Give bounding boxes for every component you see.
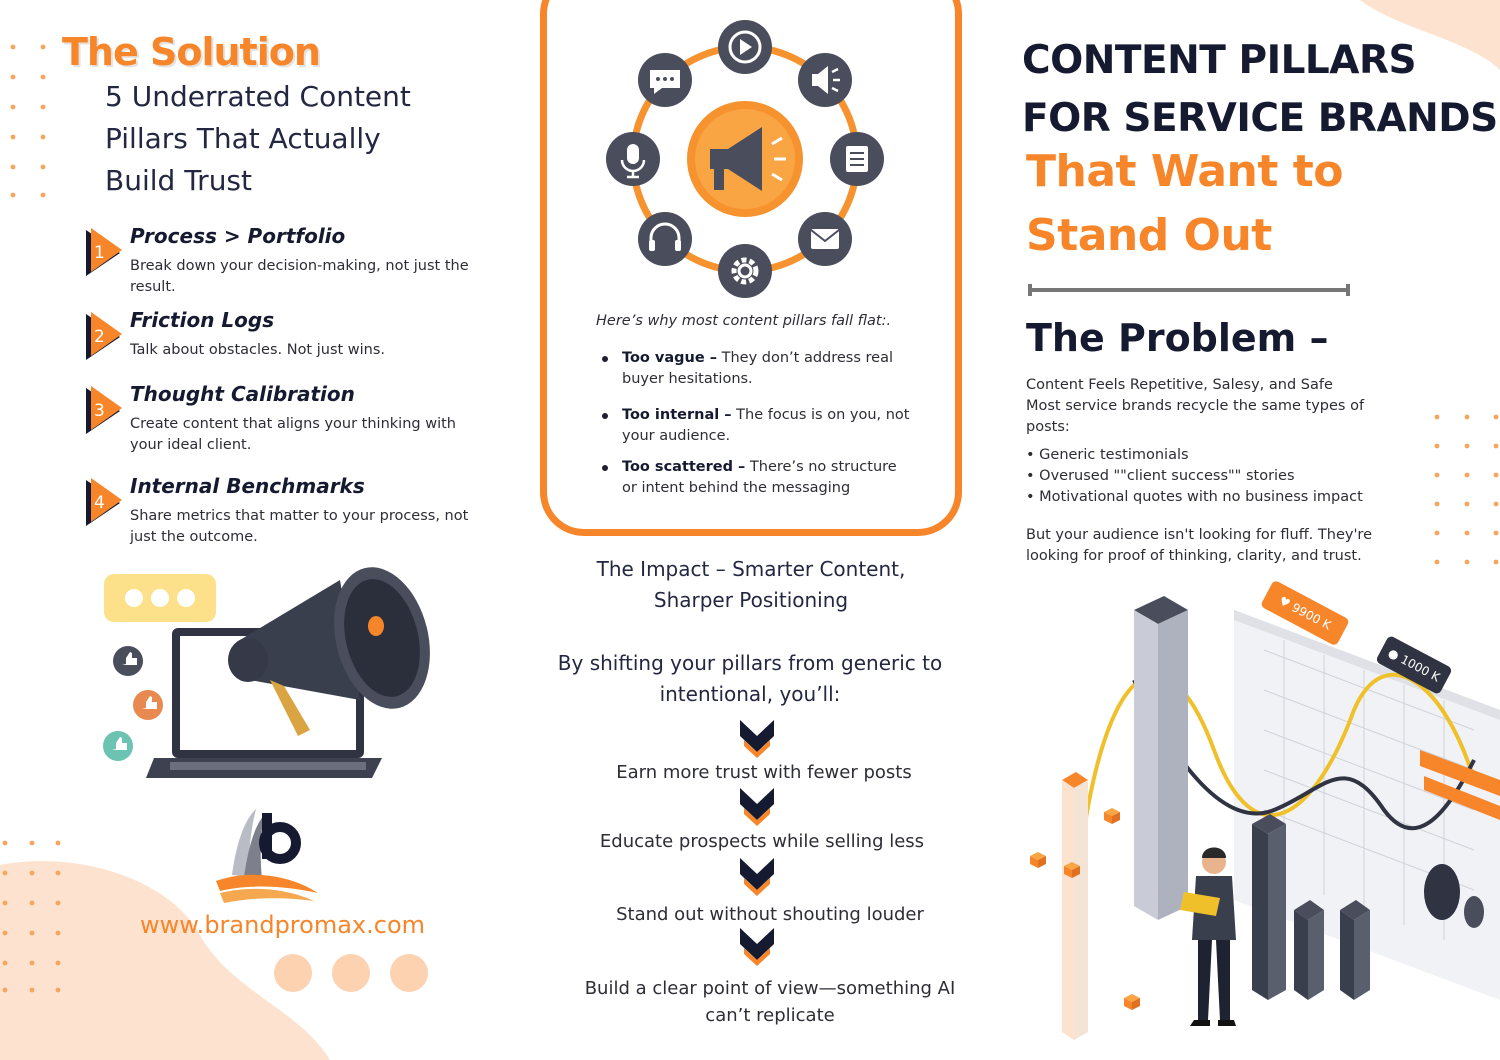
problem-title: The Problem – (1026, 316, 1329, 360)
problem-line: Content Feels Repetitive, Salesy, and Sa… (1026, 377, 1333, 393)
gear-icon (718, 244, 772, 298)
benefit-step-4: Build a clear point of view—something AI… (584, 978, 956, 1026)
pillar-title: Process > Portfolio (130, 224, 346, 248)
main-title: CONTENT PILLARS FOR SERVICE BRANDS (1022, 32, 1498, 148)
pillar-title: Internal Benchmarks (130, 474, 365, 498)
divider-rule (1028, 284, 1350, 296)
main-title-line2: FOR SERVICE BRANDS (1022, 96, 1498, 141)
analytics-illustration (1030, 596, 1500, 1040)
play-icon (718, 20, 772, 74)
mail-icon (798, 212, 852, 266)
pillar-4: 4 Internal Benchmarks Share metrics that… (86, 474, 476, 545)
pillar-desc: Break down your decision-making, not jus… (130, 258, 469, 295)
why-heading: Here’s why most content pillars fall fla… (596, 313, 892, 329)
main-subtitle-line1: That Want to (1026, 146, 1343, 197)
pillar-3: 3 Thought Calibration Create content tha… (86, 382, 476, 453)
shift-intro: By shifting your pillars from generic to… (557, 651, 943, 706)
solution-subtitle: 5 Underrated Content Pillars That Actual… (105, 80, 411, 197)
problem-line: Most service brands recycle the same typ… (1026, 398, 1365, 435)
pillar-title: Thought Calibration (130, 382, 355, 406)
main-title-line1: CONTENT PILLARS (1022, 38, 1417, 83)
chevron-down-icon (740, 928, 774, 966)
number-arrow-icon: 2 (86, 312, 122, 360)
pillar-number: 1 (94, 243, 105, 263)
chevron-arrows (740, 720, 774, 966)
document-icon (830, 132, 884, 186)
headphones-icon (638, 212, 692, 266)
problem-closing: But your audience isn't looking for fluf… (1026, 527, 1372, 564)
website-link[interactable]: www.brandpromax.com (140, 911, 425, 939)
reason-item: Too internal – The focus is on you, not … (602, 405, 912, 447)
pillar-desc: Share metrics that matter to your proces… (130, 508, 469, 545)
number-arrow-icon: 4 (86, 478, 122, 526)
impact-heading: The Impact – Smarter Content, Sharper Po… (596, 557, 906, 612)
problem-bullet: • Generic testimonials (1026, 447, 1189, 463)
pillar-1: 1 Process > Portfolio Break down your de… (86, 224, 476, 295)
pillar-title: Friction Logs (130, 308, 275, 332)
reason-item: Too scattered – There’s no structure or … (602, 457, 912, 499)
problem-body: Content Feels Repetitive, Salesy, and Sa… (1026, 375, 1396, 567)
number-arrow-icon: 3 (86, 386, 122, 434)
main-subtitle: That Want to Stand Out (1026, 140, 1343, 268)
number-arrow-icon: 1 (86, 228, 122, 276)
pillar-number: 2 (94, 327, 105, 347)
benefit-step-2: Educate prospects while selling less (599, 831, 925, 852)
benefit-step-1: Earn more trust with fewer posts (616, 762, 912, 783)
pillar-2: 2 Friction Logs Talk about obstacles. No… (86, 308, 476, 368)
chevron-down-icon (740, 720, 774, 758)
reason-item: Too vague – They don’t address real buye… (602, 348, 912, 390)
pillar-desc: Create content that aligns your thinking… (130, 416, 456, 453)
microphone-icon (606, 132, 660, 186)
main-subtitle-line2: Stand Out (1026, 210, 1272, 261)
chevron-down-icon (740, 858, 774, 896)
chat-icon (638, 53, 692, 107)
pillar-number: 4 (94, 493, 105, 513)
speaker-icon (798, 53, 852, 107)
brandpromax-logo (216, 809, 318, 903)
chevron-down-icon (740, 788, 774, 826)
pillar-desc: Talk about obstacles. Not just wins. (130, 342, 386, 358)
pillar-number: 3 (94, 401, 105, 421)
benefit-step-3: Stand out without shouting louder (616, 904, 924, 925)
problem-bullet: • Motivational quotes with no business i… (1026, 489, 1363, 505)
reasons-list: Too vague – They don’t address real buye… (602, 348, 912, 499)
laptop-megaphone-illustration (103, 567, 430, 778)
problem-bullet: • Overused ""client success"" stories (1026, 468, 1295, 484)
solution-title: The Solution (62, 30, 321, 74)
media-icon-ring (606, 20, 884, 298)
